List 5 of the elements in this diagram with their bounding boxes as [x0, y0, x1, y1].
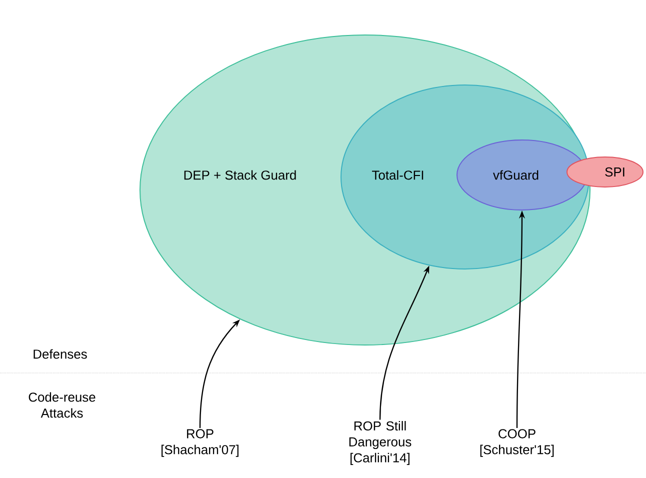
side-label: Code-reuse Attacks [28, 392, 96, 418]
attack-label: ROP [Shacham'07] [162, 429, 238, 457]
attack-label: COOP [Schuster'15] [480, 429, 554, 457]
side-label: Defenses [34, 349, 87, 359]
attack-label: ROP Still Dangerous [Carlini'14] [349, 421, 412, 465]
